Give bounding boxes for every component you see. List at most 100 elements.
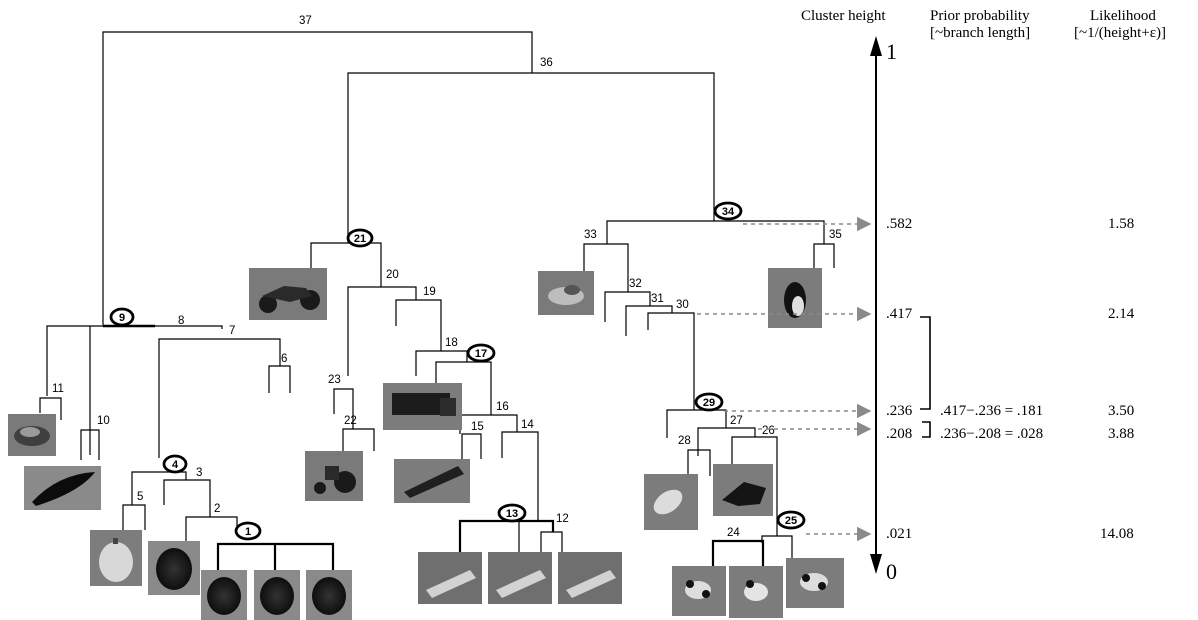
branch-20 bbox=[347, 286, 417, 376]
tractor-thumbnail bbox=[305, 451, 363, 501]
branch-8 bbox=[158, 338, 281, 458]
svg-text:13: 13 bbox=[506, 508, 518, 520]
motorcycle-thumbnail bbox=[249, 268, 327, 320]
node-number: 2 bbox=[214, 503, 220, 515]
svg-text:4: 4 bbox=[172, 459, 179, 471]
circled-node-badge: 9 bbox=[109, 307, 135, 327]
likelihood-value: 14.08 bbox=[1100, 526, 1134, 542]
svg-text:1: 1 bbox=[245, 526, 251, 538]
node-number: 36 bbox=[540, 57, 553, 69]
node-number: 15 bbox=[471, 421, 484, 433]
branch-28 bbox=[687, 449, 711, 476]
branch-9 bbox=[46, 325, 223, 396]
truck-thumbnail bbox=[383, 383, 462, 430]
svg-text:29: 29 bbox=[703, 397, 715, 409]
svg-text:34: 34 bbox=[722, 206, 735, 218]
header-likelihood-line2: [~1/(height+ε)] bbox=[1074, 25, 1166, 41]
dog-thumbnail bbox=[672, 566, 726, 616]
node-numbers: 37 36 33 35 32 31 30 27 26 28 24 20 19 1… bbox=[52, 15, 842, 539]
node-number: 30 bbox=[676, 299, 689, 311]
svg-text:17: 17 bbox=[475, 348, 487, 360]
axis-top-label: 1 bbox=[886, 39, 897, 64]
likelihood-value: 1.58 bbox=[1108, 216, 1134, 232]
likelihood-value: 2.14 bbox=[1108, 306, 1135, 322]
pepper-thumbnail bbox=[306, 570, 352, 620]
node-number: 11 bbox=[52, 383, 64, 395]
branch-32 bbox=[604, 291, 651, 322]
height-axis: 1 0 bbox=[870, 36, 897, 584]
node-number: 10 bbox=[97, 415, 110, 427]
car-thumbnail bbox=[538, 271, 594, 315]
axis-bottom-label: 0 bbox=[886, 559, 897, 584]
header-prior-line2: [~branch length] bbox=[930, 25, 1030, 41]
node-number: 24 bbox=[727, 527, 740, 539]
branch-23 bbox=[333, 388, 354, 429]
branch-35 bbox=[813, 243, 835, 268]
header-likelihood-line1: Likelihood bbox=[1090, 8, 1156, 24]
branch-3 bbox=[163, 479, 211, 517]
node-number: 20 bbox=[386, 269, 399, 281]
branch-10 bbox=[80, 326, 100, 460]
circled-node-badge: 34 bbox=[713, 201, 743, 221]
header-prior-line1: Prior probability bbox=[930, 8, 1030, 24]
node-number: 37 bbox=[299, 15, 312, 27]
branch-27 bbox=[697, 427, 756, 456]
column-headers: Cluster height Prior probability [~branc… bbox=[801, 8, 1166, 41]
node-number: 12 bbox=[556, 513, 569, 525]
node-number: 16 bbox=[496, 401, 509, 413]
circled-node-badge: 21 bbox=[346, 228, 374, 248]
pepper-thumbnail bbox=[254, 570, 300, 620]
branch-30 bbox=[647, 312, 695, 410]
height-values: .582 .417 .236 .208 .021 .417−.236 = .18… bbox=[886, 216, 1135, 542]
branch-34 bbox=[606, 220, 825, 244]
node-number: 7 bbox=[229, 325, 235, 337]
node-number: 27 bbox=[730, 415, 743, 427]
branch-15 bbox=[461, 433, 482, 459]
height-label: .417 bbox=[886, 306, 913, 322]
branch-14 bbox=[501, 431, 539, 521]
node-number: 26 bbox=[762, 425, 775, 437]
node-number: 32 bbox=[629, 278, 642, 290]
branch-33 bbox=[583, 243, 629, 292]
circled-node-badge: 25 bbox=[776, 510, 806, 530]
node-number: 35 bbox=[829, 229, 842, 241]
branch-4 bbox=[131, 471, 187, 505]
branch-29 bbox=[666, 409, 727, 438]
branch-11 bbox=[39, 397, 62, 420]
circled-nodes: 1 4 9 13 17 21 25 29 bbox=[109, 201, 806, 541]
node-number: 19 bbox=[423, 286, 436, 298]
cucumber-thumbnail bbox=[24, 466, 101, 510]
height-label: .208 bbox=[886, 426, 912, 442]
node-number: 3 bbox=[196, 467, 202, 479]
svg-text:25: 25 bbox=[785, 515, 797, 527]
node-number: 6 bbox=[281, 353, 287, 365]
branch-12 bbox=[540, 531, 563, 552]
branch-24 bbox=[711, 539, 765, 566]
thumbnails bbox=[8, 268, 844, 620]
branch-19 bbox=[395, 299, 442, 351]
branch-1 bbox=[216, 542, 335, 570]
branch-26 bbox=[731, 436, 778, 536]
node-number: 8 bbox=[178, 315, 184, 327]
bell-pepper-thumbnail bbox=[90, 530, 142, 586]
brackets bbox=[920, 316, 931, 438]
branch-18 bbox=[415, 350, 468, 376]
node-number: 18 bbox=[445, 337, 458, 349]
white-truck-thumbnail bbox=[488, 552, 552, 604]
node-number: 23 bbox=[328, 374, 341, 386]
car-thumbnail bbox=[8, 414, 56, 456]
svg-text:9: 9 bbox=[119, 312, 125, 324]
dark-pepper-thumbnail bbox=[148, 541, 200, 595]
node-number: 5 bbox=[137, 491, 143, 503]
node-number: 31 bbox=[651, 293, 664, 305]
dog-thumbnail bbox=[786, 558, 844, 608]
penguin-thumbnail bbox=[768, 268, 822, 328]
height-label: .021 bbox=[886, 526, 912, 542]
height-label: .582 bbox=[886, 216, 912, 232]
branch-16 bbox=[459, 414, 518, 434]
prior-value: .417−.236 = .181 bbox=[940, 403, 1043, 419]
bracket-large bbox=[920, 316, 931, 410]
svg-text:21: 21 bbox=[354, 233, 366, 245]
node-number: 14 bbox=[521, 419, 534, 431]
